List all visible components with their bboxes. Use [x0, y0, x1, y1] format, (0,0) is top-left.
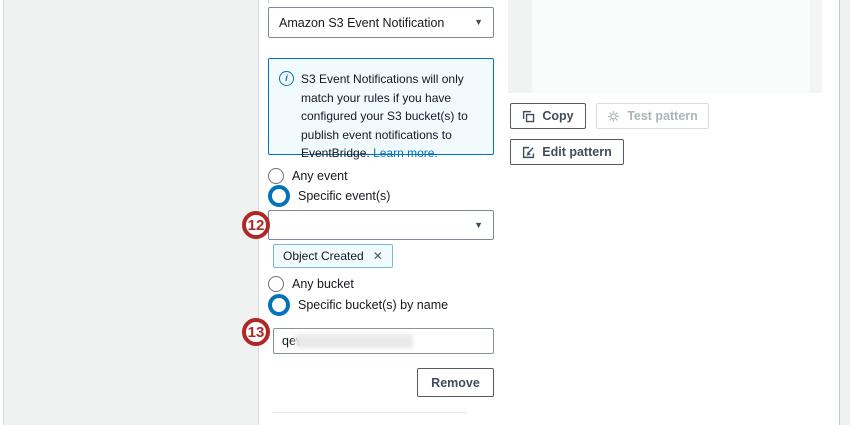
annotation-callout-12: 12: [242, 211, 270, 239]
event-type-select[interactable]: Amazon S3 Event Notification ▼: [268, 7, 494, 38]
test-pattern-button[interactable]: Test pattern: [596, 103, 709, 129]
annotation-callout-13: 13: [242, 318, 270, 346]
gear-icon: [607, 110, 620, 123]
radio-button-icon[interactable]: [268, 276, 284, 292]
radio-any-event-label: Any event: [292, 169, 348, 183]
test-pattern-button-label: Test pattern: [627, 109, 698, 123]
radio-specific-buckets[interactable]: Specific bucket(s) by name: [268, 294, 449, 316]
remove-button-label: Remove: [431, 375, 480, 390]
radio-any-bucket-label: Any bucket: [292, 277, 354, 291]
bucket-name-input[interactable]: [273, 328, 494, 354]
cutoff-element-fragment: [268, 0, 269, 3]
right-edge-strip: [839, 0, 850, 425]
chevron-down-icon: ▼: [474, 17, 483, 27]
event-tag-object-created: Object Created ✕: [273, 244, 393, 268]
edit-icon: [522, 146, 535, 159]
remove-button[interactable]: Remove: [417, 368, 494, 397]
left-gray-panel: [3, 0, 259, 425]
annotation-number: 13: [247, 323, 265, 341]
radio-specific-buckets-label: Specific bucket(s) by name: [298, 298, 449, 312]
code-scrollbar-track[interactable]: [810, 0, 822, 93]
info-icon: i: [279, 71, 294, 86]
code-line-number-gutter: [508, 0, 532, 93]
copy-button-label: Copy: [542, 109, 574, 123]
close-icon[interactable]: ✕: [372, 249, 383, 263]
copy-icon: [522, 110, 535, 123]
radio-any-bucket[interactable]: Any bucket: [268, 276, 354, 292]
info-box-text: S3 Event Notifications will only match y…: [301, 72, 468, 160]
event-pattern-preview: [508, 0, 823, 93]
copy-button[interactable]: Copy: [510, 103, 586, 129]
annotation-number: 12: [247, 216, 265, 234]
edit-pattern-button[interactable]: Edit pattern: [510, 139, 624, 165]
radio-button-icon[interactable]: [268, 294, 290, 316]
radio-specific-events-label: Specific event(s): [298, 189, 391, 203]
event-tag-label: Object Created: [283, 249, 364, 263]
bucket-name-field-wrap: [273, 328, 494, 354]
radio-specific-events[interactable]: Specific event(s): [268, 185, 391, 207]
learn-more-link[interactable]: Learn more.: [373, 146, 438, 160]
radio-button-icon[interactable]: [268, 185, 290, 207]
radio-button-icon[interactable]: [268, 168, 284, 184]
radio-any-event[interactable]: Any event: [268, 168, 348, 184]
specific-events-select[interactable]: ▼: [268, 210, 494, 240]
chevron-down-icon: ▼: [474, 219, 483, 230]
section-divider: [272, 412, 467, 413]
edit-pattern-button-label: Edit pattern: [542, 145, 612, 159]
s3-notification-info-box: i S3 Event Notifications will only match…: [268, 58, 494, 160]
event-type-select-value: Amazon S3 Event Notification: [279, 15, 445, 30]
